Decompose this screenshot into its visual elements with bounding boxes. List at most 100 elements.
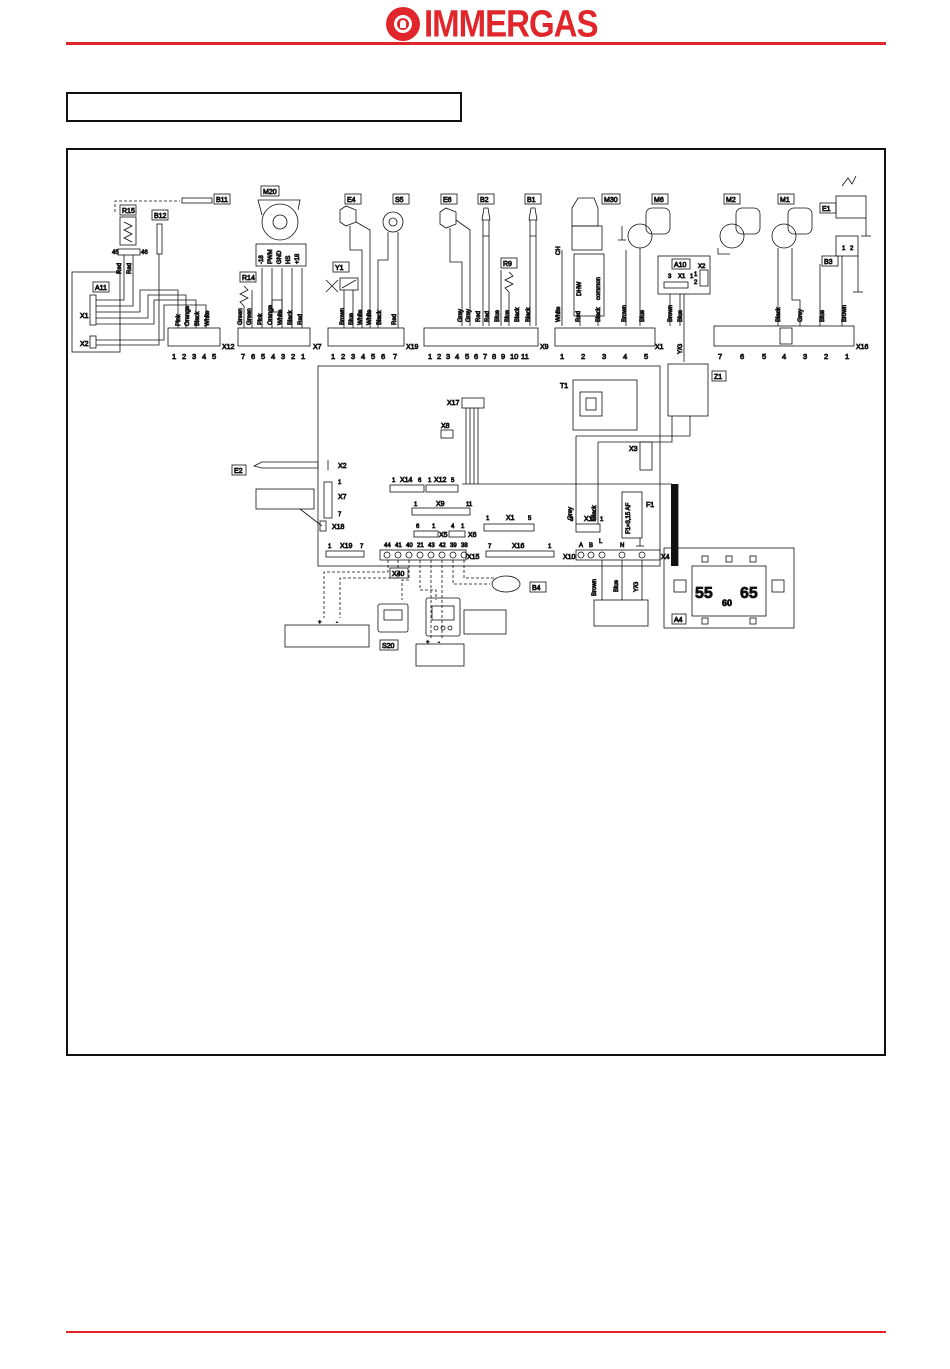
f1-fuse-rating: F1=3,15 AF bbox=[626, 502, 632, 534]
svg-text:5: 5 bbox=[261, 352, 265, 361]
svg-text:1: 1 bbox=[560, 352, 564, 361]
m6-wire-brown: Brown bbox=[622, 305, 628, 322]
a10-x1-label: X1 bbox=[678, 274, 686, 280]
svg-text:1: 1 bbox=[428, 478, 432, 484]
a4-knob-br-icon bbox=[749, 617, 757, 625]
e6-wire-grey-2: Grey bbox=[466, 309, 472, 322]
svg-text:2: 2 bbox=[824, 352, 828, 361]
x40-tag bbox=[389, 567, 409, 579]
e2-detection-electrode-icon bbox=[252, 461, 319, 469]
s5-tag bbox=[392, 193, 410, 205]
svg-text:1: 1 bbox=[461, 524, 465, 530]
m20-wire-pink: Pink bbox=[258, 312, 264, 325]
m1-pump-icon bbox=[771, 223, 797, 249]
e6-pressure-switch-icon bbox=[439, 207, 457, 229]
svg-text:GND: GND bbox=[277, 250, 283, 264]
x1-plug bbox=[554, 327, 656, 347]
z1-tag bbox=[711, 370, 727, 382]
x40-plus-sign: + bbox=[426, 640, 430, 646]
m30-common-label: common bbox=[596, 277, 602, 300]
group-b11-r15-a11: B11 R15 45 46 Red Red B12 A11 X1 X2 Pink… bbox=[71, 193, 235, 353]
r15-wire-red-1: Red bbox=[117, 263, 123, 274]
board-x4-label: X4 bbox=[661, 554, 670, 561]
svg-text:1: 1 bbox=[392, 478, 396, 484]
b3-label: B3 bbox=[824, 259, 833, 266]
a4-lcd-screen bbox=[691, 565, 767, 617]
a10-wire-blue: Blue bbox=[678, 309, 684, 322]
svg-text:+18: +18 bbox=[295, 253, 301, 264]
mains-wire-blue: Blue bbox=[614, 579, 620, 592]
svg-text:1: 1 bbox=[432, 524, 436, 530]
e2-label: E2 bbox=[234, 468, 243, 475]
m20-tag bbox=[260, 185, 280, 197]
label-box-x4 bbox=[593, 599, 649, 627]
a10-wire-yg: Y/G bbox=[678, 343, 684, 354]
svg-text:4: 4 bbox=[451, 524, 455, 530]
x19-label: X19 bbox=[406, 344, 419, 351]
b12-tag bbox=[151, 209, 169, 221]
svg-text:3: 3 bbox=[192, 352, 196, 361]
svg-text:1: 1 bbox=[414, 502, 418, 508]
svg-text:6: 6 bbox=[381, 352, 385, 361]
board-x9-label: X9 bbox=[436, 501, 445, 508]
board-x10-x4-terminal bbox=[575, 549, 661, 561]
svg-text:43: 43 bbox=[428, 543, 435, 549]
board-x5-socket bbox=[413, 530, 439, 538]
board-x12-label: X12 bbox=[434, 477, 447, 484]
e4-thermostat-icon bbox=[339, 205, 357, 227]
board-x19-label: X19 bbox=[340, 543, 353, 550]
flame-logo-icon bbox=[386, 7, 420, 41]
t1-label: T1 bbox=[560, 383, 568, 390]
r9-wire-blue-2: Blue bbox=[505, 309, 511, 322]
board-x3-socket bbox=[639, 441, 653, 471]
svg-text:39: 39 bbox=[450, 543, 457, 549]
header-rule bbox=[66, 42, 886, 45]
group-m30-m6-a10: M30 CH DHW common White Red Black M6 A10… bbox=[554, 193, 711, 362]
svg-text:1: 1 bbox=[301, 352, 305, 361]
board-x16-socket bbox=[485, 550, 555, 558]
m6-label: M6 bbox=[654, 197, 664, 204]
svg-text:-18: -18 bbox=[259, 255, 265, 264]
m1-wire-black: Black bbox=[776, 306, 782, 322]
svg-text:3: 3 bbox=[351, 352, 355, 361]
svg-text:2: 2 bbox=[850, 246, 854, 252]
svg-text:L: L bbox=[599, 539, 603, 545]
m20-wire-white: White bbox=[278, 309, 284, 325]
group-m2-m1-e1-b3: M2 M1 E1 1 2 B3 Black Grey Blue Brown X1… bbox=[713, 175, 871, 351]
remote-control-icon bbox=[425, 597, 461, 637]
svg-text:7: 7 bbox=[488, 544, 492, 550]
x19-pin-numbers: 1 2 3 4 5 6 7 bbox=[331, 352, 398, 362]
m1-wire-grey: Grey bbox=[798, 309, 804, 322]
svg-text:5: 5 bbox=[371, 352, 375, 361]
b1-tag bbox=[524, 193, 542, 205]
a4-cable bbox=[671, 484, 678, 566]
svg-text:6: 6 bbox=[740, 352, 744, 361]
board-x3-label: X3 bbox=[629, 446, 638, 453]
a4-left-button bbox=[673, 579, 687, 593]
a11-wire-orange: Orange bbox=[185, 305, 191, 326]
e4-wire-white-2: White bbox=[367, 309, 373, 325]
e1-ignition-electrode-icon bbox=[835, 195, 867, 219]
m30-ch-label: CH bbox=[556, 246, 562, 255]
svg-text:6: 6 bbox=[418, 478, 422, 484]
y1-tag bbox=[332, 261, 350, 273]
board-x18-label: X18 bbox=[332, 524, 345, 531]
m20-fan-hub-icon bbox=[272, 214, 288, 230]
main-control-board: T1 X17 X8 X2 1 X7 7 X18 1 X14 6 1 X12 5 … bbox=[317, 365, 691, 567]
r14-label: R14 bbox=[242, 275, 255, 282]
board-x18-socket bbox=[319, 520, 327, 532]
svg-text:1: 1 bbox=[328, 544, 332, 550]
x19-minus-sign: - bbox=[336, 620, 338, 626]
label-box-x19 bbox=[284, 624, 370, 648]
svg-text:1: 1 bbox=[486, 516, 490, 522]
b4-tag bbox=[529, 581, 547, 593]
r14-wire-green-1: Green bbox=[238, 308, 244, 325]
svg-text:7: 7 bbox=[360, 544, 364, 550]
b2-label: B2 bbox=[480, 197, 489, 204]
svg-text:HS: HS bbox=[286, 256, 292, 264]
svg-text:PWM: PWM bbox=[268, 249, 274, 264]
e1-label: E1 bbox=[822, 206, 831, 213]
svg-text:5: 5 bbox=[212, 352, 216, 361]
board-x10-label: X10 bbox=[563, 554, 576, 561]
f1-label: F1 bbox=[646, 502, 654, 509]
